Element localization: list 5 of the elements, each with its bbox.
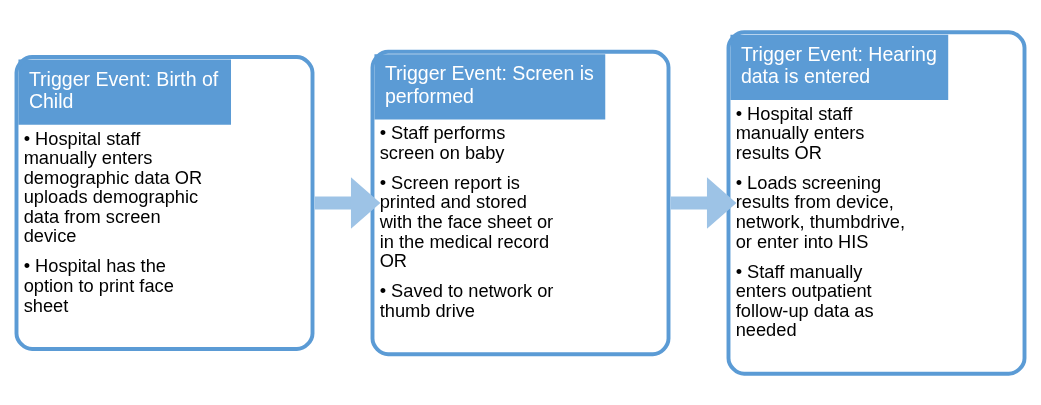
arrow bbox=[670, 176, 737, 229]
node-box: Trigger Event: Birth of Child • Hospital staff manually enters demographic data OR uploads demographic data from screen device • Hospital has the option to print face sheet bbox=[14, 54, 315, 351]
node-box: Trigger Event: Hearing data is entered • Hospital staff manually enters results OR • Loads screening results from device, network, thumbdrive, or enter into HIS • Staff manually enters outpatient follow-up data as needed bbox=[726, 29, 1027, 376]
arrow bbox=[314, 176, 381, 229]
node-box: Trigger Event: Screen is performed • Staff performs screen on baby • Screen report is printed and stored with the face sheet or in the medical record OR • Saved to network or thumb drive bbox=[370, 49, 671, 356]
